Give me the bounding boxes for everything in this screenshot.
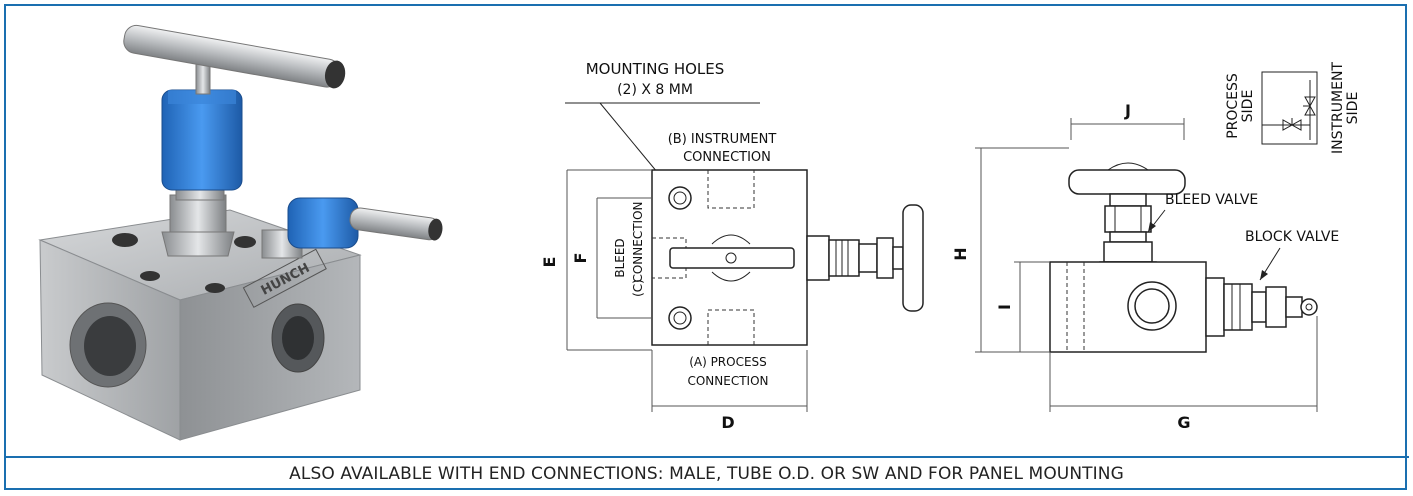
process-connection-label-2: CONNECTION (687, 374, 768, 388)
block-valve-label: BLOCK VALVE (1245, 229, 1339, 245)
dimension-d: D (721, 413, 734, 432)
caption-divider (4, 456, 1409, 458)
mounting-holes-size: (2) X 8 MM (617, 82, 693, 98)
dimension-i: I (995, 304, 1014, 310)
technical-drawing: MOUNTING HOLES (2) X 8 MM (B) INSTRUMENT… (540, 60, 1361, 432)
dimension-e: E (540, 257, 559, 268)
footer-caption: ALSO AVAILABLE WITH END CONNECTIONS: MAL… (289, 464, 1124, 484)
dimension-h: H (951, 247, 970, 260)
instrument-side-label-1: INSTRUMENT (1330, 62, 1346, 154)
instrument-connection-label-2: CONNECTION (683, 150, 771, 165)
bleed-connection-label-1: BLEED (613, 238, 627, 277)
process-connection-label-1: (A) PROCESS (689, 355, 767, 369)
process-side-label-1: PROCESS (1225, 73, 1241, 139)
process-side-label-2: SIDE (1240, 90, 1256, 123)
bleed-valve-label: BLEED VALVE (1165, 192, 1258, 208)
mounting-holes-label: MOUNTING HOLES (586, 60, 725, 78)
dimension-j: J (1124, 101, 1131, 120)
figure-frame (4, 4, 1407, 490)
product-photo: HUNCH (38, 24, 443, 441)
bleed-connection-label-3: CONNECTION (631, 201, 645, 282)
instrument-connection-label-1: (B) INSTRUMENT (668, 132, 777, 147)
schematic-box (1261, 71, 1318, 145)
dimension-f: F (571, 253, 590, 264)
bleed-connection-label-2: (C) (631, 279, 645, 297)
instrument-side-label-2: SIDE (1345, 92, 1361, 125)
dimension-g: G (1177, 413, 1190, 432)
